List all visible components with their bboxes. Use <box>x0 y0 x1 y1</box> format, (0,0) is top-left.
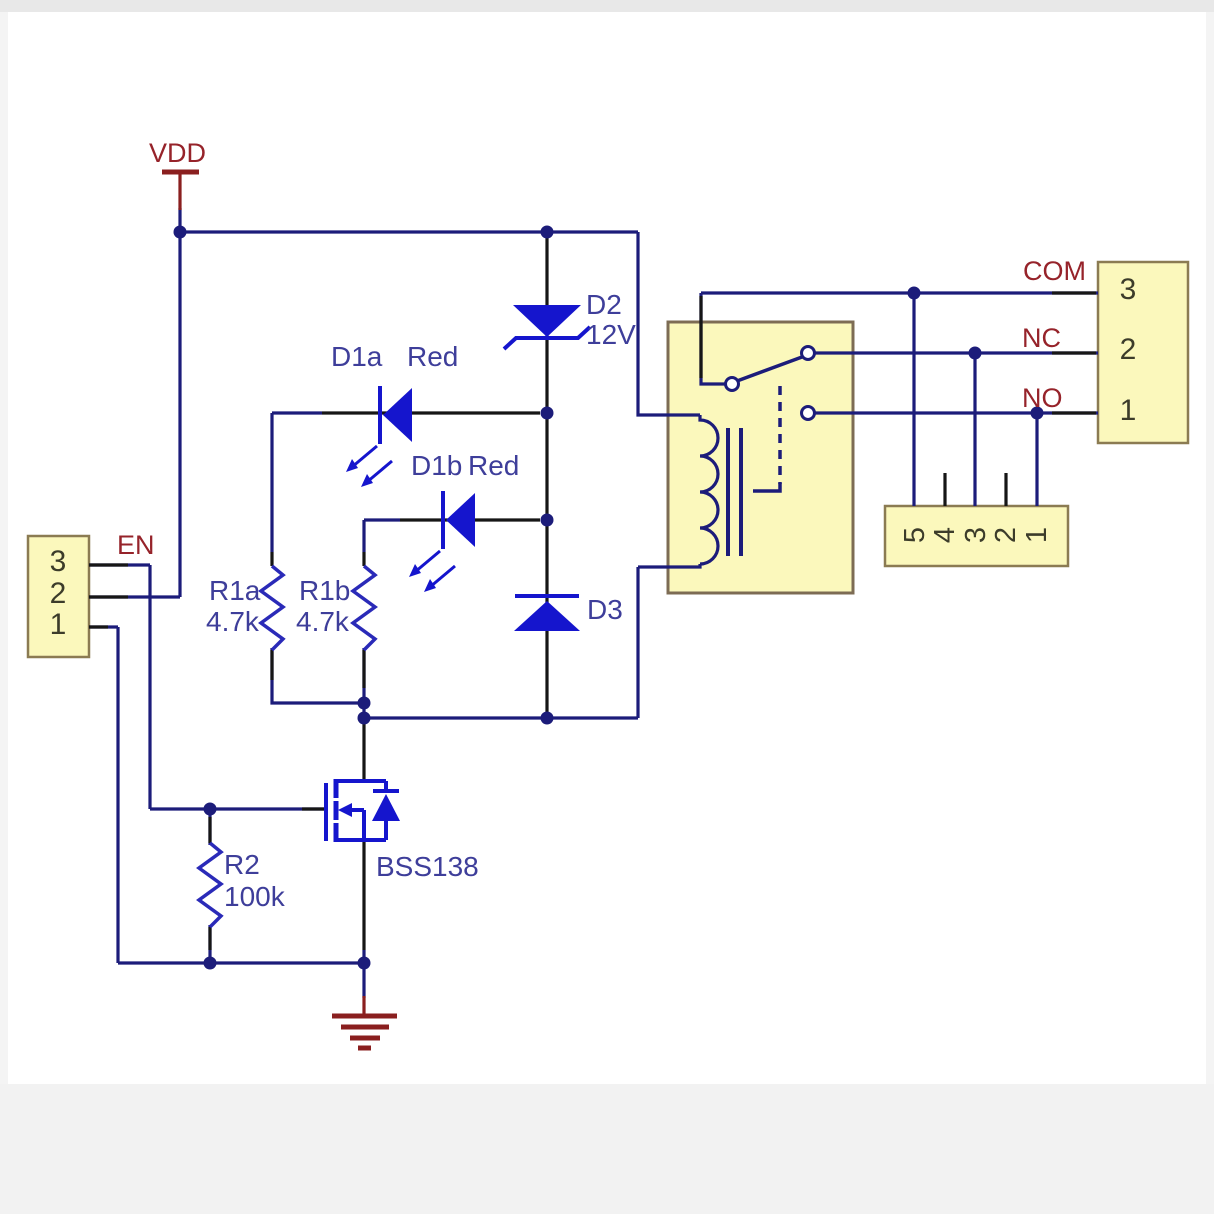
mosfet-symbol <box>324 779 400 842</box>
mosfet-body-link <box>350 808 366 840</box>
led-arrow-head <box>424 579 436 592</box>
coil-return-net <box>364 564 702 720</box>
r2-ref-label: R2 <box>224 849 260 880</box>
zener-d2 <box>502 305 592 351</box>
resistor-r1a <box>258 564 286 652</box>
mosfet-arrow <box>338 803 352 817</box>
body-diode-triangle <box>372 794 400 821</box>
resistor-r1b <box>350 564 378 652</box>
right-pin-2: 2 <box>1119 333 1137 366</box>
relay-core <box>726 428 743 556</box>
relay-common-contact <box>724 376 740 392</box>
r1b-ref-label: R1b <box>299 575 351 606</box>
bottom-connector-pin-stubs <box>943 473 1008 506</box>
d1b-value-label: Red <box>468 450 520 481</box>
led-arrow-head <box>361 474 373 487</box>
r1b-value-label: 4.7k <box>296 606 349 637</box>
mosfet-drain-source-leads <box>302 722 366 950</box>
com-label: COM <box>1023 256 1086 286</box>
left-pin-2: 2 <box>49 577 67 610</box>
bottom-pin-4: 4 <box>929 526 961 544</box>
led-arrow-head <box>346 459 358 472</box>
frame-left-strip <box>0 12 8 1084</box>
right-pin-1: 1 <box>1119 394 1137 427</box>
d3-ref-label: D3 <box>587 594 623 625</box>
diode-d3 <box>514 594 580 631</box>
nc-label: NC <box>1022 323 1061 353</box>
mosfet-ref-label: BSS138 <box>376 851 479 882</box>
led-d1a <box>346 386 412 487</box>
frame-bottom-strip <box>0 1084 1214 1214</box>
relay-nc-contact <box>800 345 816 361</box>
d2-ref-label: D2 <box>586 289 622 320</box>
frame-right-strip <box>1206 12 1214 1084</box>
relay-actuator-link <box>753 483 782 493</box>
d1a-value-label: Red <box>407 341 459 372</box>
en-label: EN <box>117 530 155 560</box>
left-connector-box <box>26 534 91 659</box>
bottom-pin-5: 5 <box>899 526 931 544</box>
d1b-ref-label: D1b <box>411 450 463 481</box>
frame-top-strip <box>0 0 1214 12</box>
relay-no-contact <box>800 405 816 421</box>
relay-symbol <box>698 345 816 566</box>
led-d1b <box>409 491 475 592</box>
left-connector-pin-stubs <box>89 563 128 629</box>
relay-box <box>666 320 855 595</box>
led-arrow-head <box>409 564 421 577</box>
bottom-pin-2: 2 <box>990 526 1022 544</box>
bottom-pin-3: 3 <box>960 526 992 544</box>
right-pin-3: 3 <box>1119 273 1137 306</box>
right-connector-box <box>1096 260 1190 445</box>
r2-value-label: 100k <box>224 881 285 912</box>
ground-net <box>89 625 366 998</box>
connector-boxes <box>26 260 1190 659</box>
left-pin-3: 3 <box>49 545 67 578</box>
r1a-value-label: 4.7k <box>206 606 259 637</box>
resistor-symbols <box>196 564 378 929</box>
resistor-r2 <box>196 841 224 929</box>
relay-coil <box>698 415 720 566</box>
right-connector-pin-stubs <box>1052 291 1096 415</box>
d2-value-label: 12V <box>586 319 636 350</box>
vdd-label: VDD <box>149 138 207 168</box>
ground-symbol <box>332 1013 397 1051</box>
bottom-connector-box <box>883 504 1070 568</box>
relay-blade <box>736 355 803 383</box>
left-pin-1: 1 <box>49 608 67 641</box>
vdd-net <box>89 208 700 599</box>
no-label: NO <box>1022 383 1063 413</box>
diode-symbols <box>346 305 592 631</box>
led-resistor-net <box>270 411 400 724</box>
r1a-ref-label: R1a <box>209 575 261 606</box>
resistor-leads <box>208 552 366 950</box>
power-ground-symbols <box>162 169 397 1051</box>
relay-contact-nets <box>699 291 1098 506</box>
junction-dots <box>173 225 1044 970</box>
d1a-ref-label: D1a <box>331 341 383 372</box>
bottom-pin-1: 1 <box>1021 526 1053 544</box>
